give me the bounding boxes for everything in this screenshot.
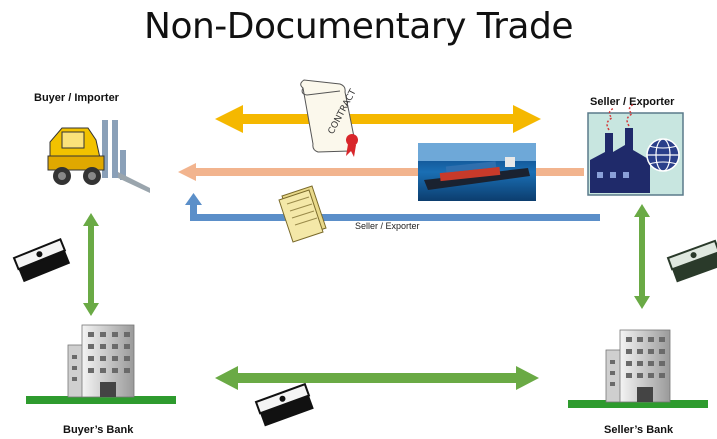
buyer-bank-label: Buyer’s Bank (63, 424, 134, 436)
seller-bank-label: Seller’s Bank (604, 424, 674, 436)
buyer-bank-payment-arrow (83, 213, 99, 316)
cash-stack-icon-bottom (254, 382, 314, 427)
forklift-icon (47, 120, 150, 193)
documents-icon (278, 185, 327, 243)
cash-stack-icon-right (666, 239, 717, 283)
buyer-bank-building-icon (26, 324, 176, 404)
container-ship-image (418, 143, 536, 201)
seller-bank-payment-arrow (634, 204, 650, 309)
contract-arrow (215, 105, 541, 133)
interbank-payment-arrow (215, 366, 539, 390)
seller-label: Seller / Exporter (590, 96, 675, 108)
seller-bank-building-icon (568, 329, 708, 408)
goods-arrow (178, 163, 584, 181)
buyer-label: Buyer / Importer (34, 92, 119, 104)
factory-icon (587, 103, 684, 196)
diagram-title: Non-Documentary Trade (144, 6, 573, 47)
documents-flow-label: Seller / Exporter (355, 221, 420, 231)
cash-stack-icon-left (12, 237, 71, 283)
contract-scroll-icon: CONTRACT (300, 79, 359, 157)
documents-arrow (185, 193, 600, 221)
